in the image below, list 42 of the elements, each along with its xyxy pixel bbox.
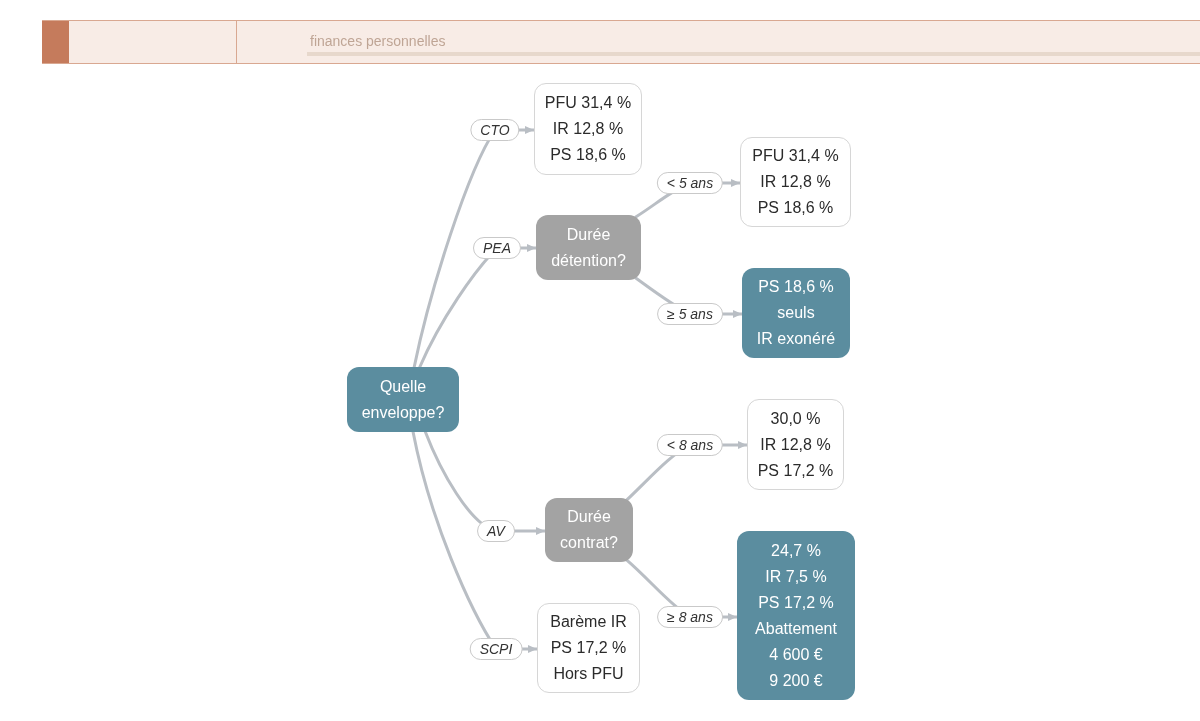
node-text: IR 12,8 % [552, 119, 624, 139]
result-box [534, 83, 642, 175]
result-box [747, 399, 844, 490]
tagline-text: finances personnelles [310, 32, 446, 50]
node-text: Durée contrat? [559, 507, 619, 553]
node-text: IR 12,8 % [760, 172, 831, 192]
node-text: IR 12,8 % [760, 434, 831, 455]
node-text: PS 17,2 % [758, 592, 834, 613]
edge-label: ≥ 8 ans [657, 606, 723, 628]
node-text: Barème IR [550, 612, 627, 632]
node-text: 24,7 % [771, 540, 821, 561]
node-text: 30,0 % [770, 408, 821, 429]
node-text: PS 18,6 % [757, 198, 834, 218]
decision-box [536, 215, 641, 280]
node-text: PS 18,6 % seuls [757, 277, 835, 323]
edge-label: < 8 ans [656, 434, 724, 456]
node-text: Abattement [755, 618, 837, 639]
edge-label: SCPI [469, 638, 523, 660]
node-text: Durée détention? [550, 224, 627, 271]
node-text: PFU 31,4 % [544, 93, 632, 113]
node-text: Hors PFU [553, 664, 624, 684]
node-text: PS 17,2 % [550, 638, 627, 658]
decision-box [347, 367, 459, 432]
node-text: IR exonéré [756, 329, 836, 349]
node-text: Quelle enveloppe? [360, 376, 446, 423]
edge-label: AV [477, 520, 515, 542]
node-text: IR 7,5 % [765, 566, 827, 587]
node-text: PS 18,6 % [550, 145, 626, 165]
result-box [737, 531, 855, 700]
result-box [537, 603, 640, 693]
edge-label: ≥ 5 ans [657, 303, 723, 325]
edge-label: < 5 ans [656, 172, 724, 194]
result-box [742, 268, 850, 358]
node-text: 4 600 € [769, 644, 823, 665]
node-text: 9 200 € [769, 670, 823, 691]
connector-arrow [412, 126, 536, 369]
result-box [740, 137, 851, 227]
decision-box [545, 498, 633, 562]
node-text: PS 17,2 % [757, 460, 834, 481]
edge-label: PEA [473, 237, 521, 259]
node-text: PFU 31,4 % [752, 146, 839, 166]
edge-label: CTO [470, 119, 520, 141]
